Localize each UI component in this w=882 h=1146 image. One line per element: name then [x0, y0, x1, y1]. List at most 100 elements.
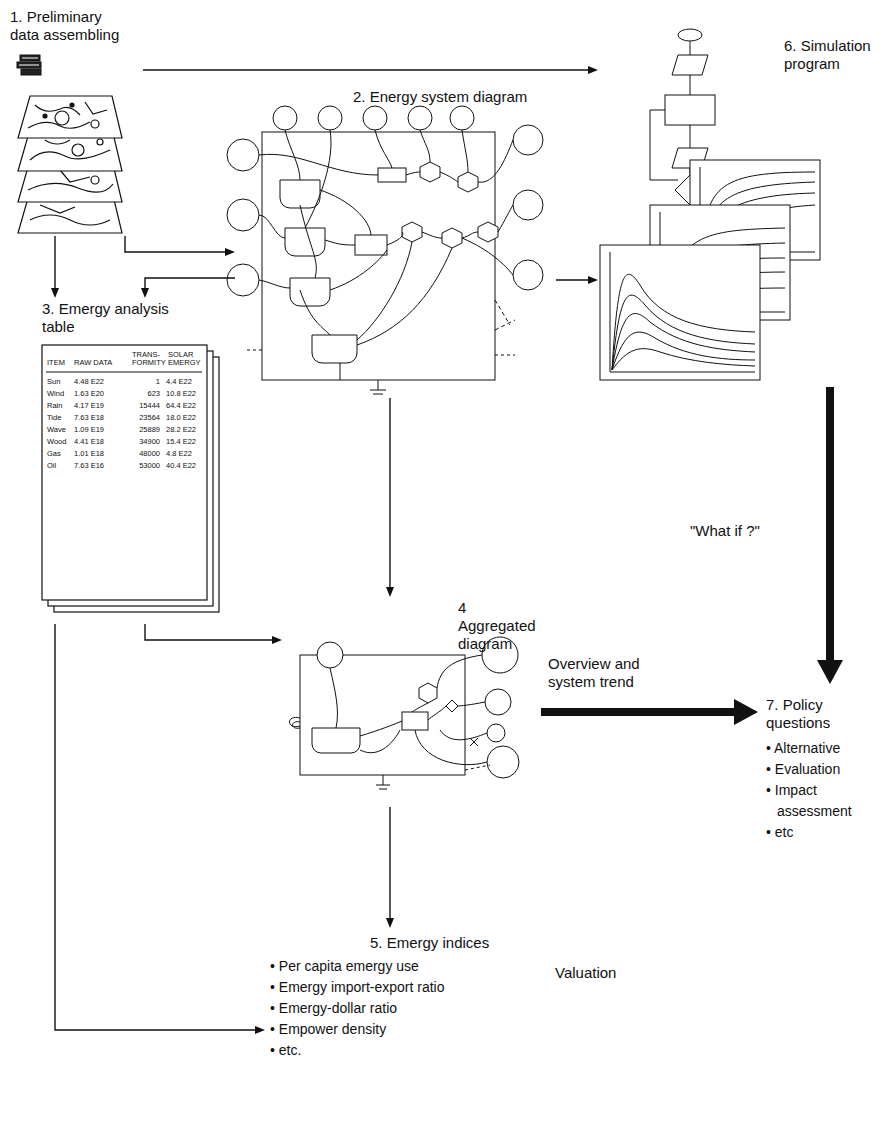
flow-arrow — [145, 624, 282, 644]
table-cell: 4.17 E19 — [74, 402, 104, 410]
flow-arrow — [125, 236, 235, 256]
arrow-head — [588, 276, 598, 284]
stage-node: 3. Emergy analysis table — [40, 298, 225, 624]
bullet-list: • Per capita emergy use• Emergy import-e… — [270, 956, 492, 1061]
connector-line — [55, 624, 257, 1030]
bullet-item: • Emergy import-export ratio — [270, 977, 492, 998]
table-cell: TRANS- FORMITY — [132, 351, 162, 367]
connector-line — [145, 624, 274, 640]
stage-heading: 3. Emergy analysis table — [42, 300, 192, 336]
table-cell: 4.41 E18 — [74, 438, 104, 446]
table-cell: RAW DATA — [74, 359, 112, 367]
table-cell: SOLAR EMERGY — [168, 351, 204, 367]
arrow-head — [386, 587, 394, 597]
table-cell: Wind — [47, 390, 64, 398]
table-cell: 23564 — [125, 414, 160, 422]
table-cell: 15.4 E22 — [166, 438, 196, 446]
flow-arrow — [556, 276, 598, 284]
stage-node: 7. Policy questions • Alternative• Evalua… — [758, 684, 881, 846]
table-cell: 1.09 E19 — [74, 426, 104, 434]
connector-line — [389, 398, 390, 589]
table-cell: 15444 — [125, 402, 160, 410]
stage-heading: 4 Aggregated diagram — [458, 599, 538, 653]
table-cell: 40.4 E22 — [166, 462, 196, 470]
connector-line — [541, 708, 739, 716]
bullet-list: • Alternative• Evaluation• Impact assess… — [766, 738, 878, 843]
flow-arrow — [51, 236, 59, 298]
table-cell: Sun — [47, 378, 60, 386]
arrow-head — [225, 248, 235, 256]
table-sheets — [42, 345, 219, 612]
connector-line — [389, 807, 390, 920]
energy-system-sketch — [227, 106, 543, 394]
arrow-head — [817, 660, 843, 684]
arrow-head — [255, 1026, 265, 1034]
books-icon — [17, 55, 41, 75]
stage-heading: 2. Energy system diagram — [353, 88, 553, 106]
stage-node: 1. Preliminary data assembling — [8, 6, 143, 236]
stage-heading: 7. Policy questions — [766, 696, 878, 732]
flow-arrow — [143, 66, 598, 74]
arrow-head — [588, 66, 598, 74]
connector-line — [145, 278, 235, 290]
bullet-item: • Per capita emergy use — [270, 956, 492, 977]
table-cell: 7.63 E16 — [74, 462, 104, 470]
table-cell: Rain — [47, 402, 62, 410]
table-cell: 623 — [125, 390, 160, 398]
table-cell: 7.63 E18 — [74, 414, 104, 422]
thick-arrow — [541, 699, 758, 725]
bullet-item: • Impact assessment — [766, 780, 878, 822]
table-cell: 4.48 E22 — [74, 378, 104, 386]
simulation-charts — [600, 160, 820, 380]
connector-line — [143, 69, 590, 70]
stage-node: 5. Emergy indices • Per capita emergy use… — [265, 928, 498, 1140]
table-cell: Tide — [47, 414, 61, 422]
connector-line — [125, 236, 227, 252]
stage-node: 2. Energy system diagram — [235, 86, 556, 398]
flow-arrow — [386, 807, 394, 928]
bullet-item: • Evaluation — [766, 759, 878, 780]
table-cell: 1.01 E18 — [74, 450, 104, 458]
stage-heading: 6. Simulation program — [784, 37, 876, 73]
table-cell: 1.63 E20 — [74, 390, 104, 398]
bullet-item: • Empower density — [270, 1019, 492, 1040]
table-cell: Wood — [47, 438, 66, 446]
arrow-head — [141, 288, 149, 298]
table-cell: Wave — [47, 426, 66, 434]
table-cell: Oil — [47, 462, 56, 470]
arrow-head — [386, 918, 394, 928]
table-cell: 1 — [125, 378, 160, 386]
connector-line — [826, 387, 834, 665]
stage-node: 4 Aggregated diagram — [282, 597, 541, 807]
flow-arrow — [55, 624, 265, 1034]
stage-heading: 5. Emergy indices — [370, 934, 495, 952]
arrow-head — [734, 699, 758, 725]
table-cell: 34900 — [125, 438, 160, 446]
stage-heading: 1. Preliminary data assembling — [10, 8, 132, 44]
table-cell: 10.8 E22 — [166, 390, 196, 398]
table-cell: 48000 — [125, 450, 160, 458]
aggregated-sketch — [290, 637, 520, 789]
bullet-item: • etc — [766, 822, 878, 843]
note-label: Valuation — [555, 964, 616, 982]
bullet-item: • etc. — [270, 1040, 492, 1061]
flow-arrow — [141, 278, 235, 298]
arrow-head — [272, 636, 282, 644]
connector-line — [556, 279, 590, 280]
bullet-item: • Alternative — [766, 738, 878, 759]
map-layers — [18, 96, 122, 233]
table-cell: 25889 — [125, 426, 160, 434]
edge-label: "What if ?" — [690, 522, 760, 540]
table-cell: 4.8 E22 — [166, 450, 192, 458]
table-cell: 18.0 E22 — [166, 414, 196, 422]
arrow-head — [51, 288, 59, 298]
connector-line — [54, 236, 55, 290]
table-cell: 53000 — [125, 462, 160, 470]
table-cell: 28.2 E22 — [166, 426, 196, 434]
stage-node: 6. Simulation program — [598, 25, 879, 387]
table-cell: 64.4 E22 — [166, 402, 196, 410]
edge-label: Overview and system trend — [548, 655, 678, 691]
